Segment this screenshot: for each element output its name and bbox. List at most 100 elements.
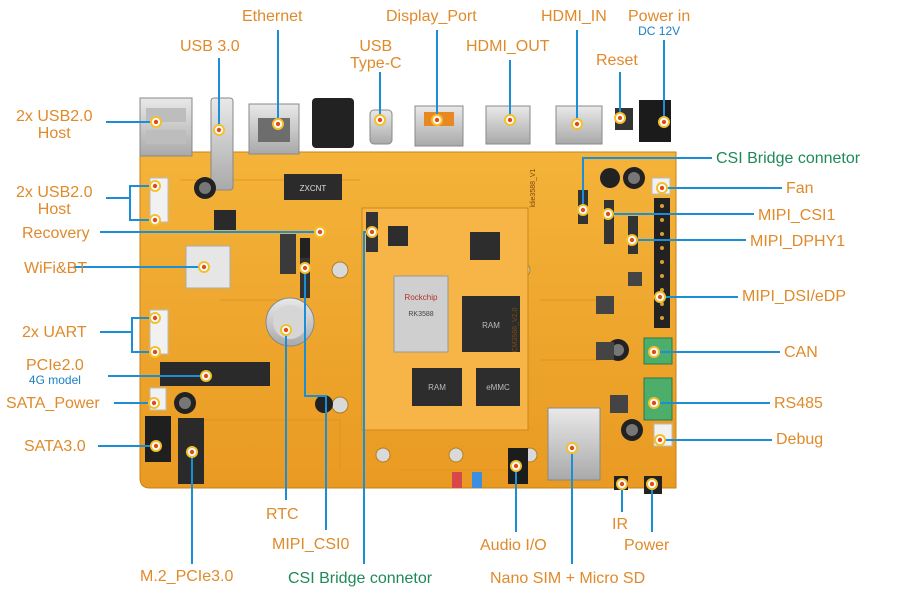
label-ethernet: Ethernet xyxy=(242,8,303,25)
dc12v-text: DC 12V xyxy=(638,24,681,38)
marker-dot-20 xyxy=(651,349,657,355)
ram-chip-1 xyxy=(462,296,520,352)
marker-dot-33 xyxy=(569,445,575,451)
sata30-connector xyxy=(145,416,171,462)
label-csi-bridge-bottom: CSI Bridge connetor xyxy=(288,570,433,587)
label-hdmi-in: HDMI_IN xyxy=(541,8,607,25)
barrel-jack-block xyxy=(312,98,354,148)
label-ir: IR xyxy=(612,516,628,533)
label-usb20-host-b: 2x USB2.0 Host xyxy=(16,184,92,218)
marker-dot-13 xyxy=(605,211,611,217)
label-mipi-csi1: MIPI_CSI1 xyxy=(758,207,836,224)
label-rtc: RTC xyxy=(266,506,299,523)
marker-dot-11 xyxy=(152,183,158,189)
marker-dot-10 xyxy=(659,185,665,191)
svg-text:eMMC: eMMC xyxy=(486,383,510,392)
usb20-host-a-port xyxy=(139,97,193,157)
leader-mipi-csi0 xyxy=(304,268,327,530)
marker-dot-1 xyxy=(434,117,440,123)
marker-dot-15 xyxy=(629,237,635,243)
marker-dot-4 xyxy=(216,127,222,133)
marker-dot-9 xyxy=(580,207,586,213)
module-name: CM3588_V2.0 xyxy=(512,308,519,353)
label-usb-typec: USB Type-C xyxy=(350,38,402,72)
marker-dot-3 xyxy=(661,119,667,125)
inductors xyxy=(596,272,642,413)
label-power: Power xyxy=(624,537,670,554)
leader-uart-2 xyxy=(131,332,155,353)
module-ic xyxy=(470,232,500,260)
label-debug: Debug xyxy=(776,431,824,448)
label-fan: Fan xyxy=(786,180,814,197)
ethernet-phy-chip xyxy=(284,174,342,200)
label-display-port: Display_Port xyxy=(386,8,477,25)
label-wifi-bt: WiFi&BT xyxy=(24,260,88,277)
soc-brand: Rockchip xyxy=(405,293,438,302)
label-sata-power: SATA_Power xyxy=(6,395,100,412)
marker-dot-2 xyxy=(574,121,580,127)
pcie20-text: PCIe2.0 xyxy=(26,357,84,374)
pcie20-slot xyxy=(160,362,270,386)
emmc-chip xyxy=(476,368,520,406)
marker-dot-30 xyxy=(649,481,655,487)
label-hdmi-out: HDMI_OUT xyxy=(466,38,550,55)
marker-dot-31 xyxy=(189,449,195,455)
marker-dot-19 xyxy=(152,349,158,355)
label-can: CAN xyxy=(784,344,818,361)
leader-csi-bridge-top xyxy=(582,157,712,210)
label-m2-pcie30: M.2_PCIe3.0 xyxy=(140,568,234,585)
marker-dot-22 xyxy=(151,400,157,406)
mipi-csi1-connector xyxy=(604,200,614,244)
marker-dot-25 xyxy=(153,443,159,449)
svg-text:RAM: RAM xyxy=(482,321,500,330)
marker-dot-7 xyxy=(617,115,623,121)
label-mipi-csi0: MIPI_CSI0 xyxy=(272,536,350,553)
marker-dot-5 xyxy=(377,117,383,123)
usb20-b-l1: 2x USB2.0 xyxy=(16,184,93,201)
marker-dot-16 xyxy=(201,264,207,270)
usb20-b-l2: Host xyxy=(37,201,71,218)
marker-dot-18 xyxy=(152,315,158,321)
label-power-in: Power in DC 12V xyxy=(628,8,690,38)
marker-dot-12 xyxy=(152,217,158,223)
marker-dot-17 xyxy=(657,294,663,300)
label-usb30: USB 3.0 xyxy=(180,38,240,55)
label-audio-io: Audio I/O xyxy=(480,537,547,554)
soc-chip xyxy=(393,275,449,353)
label-recovery: Recovery xyxy=(22,225,90,242)
marker-dot-23 xyxy=(651,400,657,406)
svg-text:RAM: RAM xyxy=(428,383,446,392)
marker-dot-32 xyxy=(369,229,375,235)
leader-markers xyxy=(148,112,670,490)
label-mipi-dphy1: MIPI_DPHY1 xyxy=(750,233,846,250)
marker-dot-24 xyxy=(657,437,663,443)
label-mipi-dsi-edp: MIPI_DSI/eDP xyxy=(742,288,847,305)
marker-dot-14 xyxy=(317,229,323,235)
leader-usb20-host-b xyxy=(106,185,155,199)
marker-dot-28 xyxy=(302,265,308,271)
leader-usb20-host-b-2 xyxy=(129,198,155,221)
marker-dot-6 xyxy=(507,117,513,123)
usb20-a-l1: 2x USB2.0 xyxy=(16,108,93,125)
label-nano-sim-sd: Nano SIM + Micro SD xyxy=(490,570,646,587)
usb-typec-l2: Type-C xyxy=(350,55,402,72)
leader-uart-1 xyxy=(100,317,155,333)
eth-chip-text: ZXCNT xyxy=(300,184,327,193)
label-rs485: RS485 xyxy=(774,395,823,412)
power-in-text: Power in xyxy=(628,8,691,25)
label-csi-bridge-top: CSI Bridge connetor xyxy=(716,150,861,167)
ram-chip-2 xyxy=(412,368,462,406)
label-pcie20: PCIe2.0 4G model xyxy=(26,357,84,387)
label-sata30: SATA3.0 xyxy=(24,438,86,455)
label-reset: Reset xyxy=(596,52,638,69)
soc-part: RK3588 xyxy=(408,311,433,318)
label-uart: 2x UART xyxy=(22,324,87,341)
label-usb20-host-a: 2x USB2.0 Host xyxy=(16,108,92,142)
marker-dot-21 xyxy=(203,373,209,379)
marker-dot-0 xyxy=(275,121,281,127)
marker-dot-26 xyxy=(283,327,289,333)
board-name: ldie3588_V1 xyxy=(530,168,537,207)
usb-typec-l1: USB xyxy=(359,38,393,55)
usb20-a-l2: Host xyxy=(37,125,71,142)
